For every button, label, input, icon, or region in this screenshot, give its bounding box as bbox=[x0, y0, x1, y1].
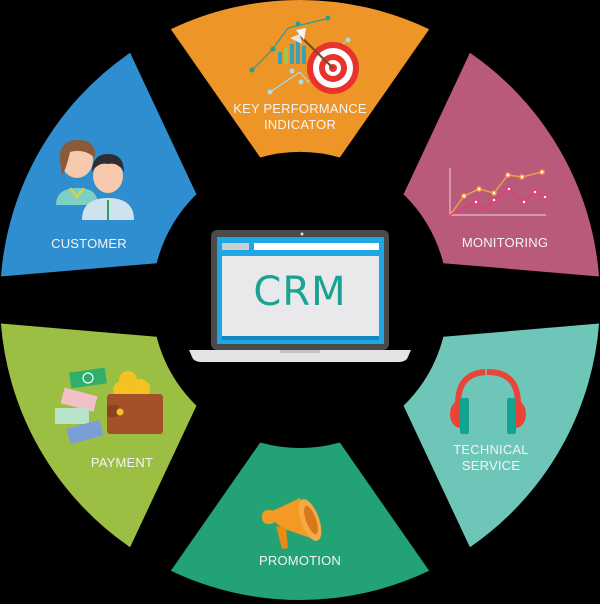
segment-label-payment: PAYMENT bbox=[91, 455, 153, 471]
headphones-icon bbox=[450, 368, 526, 434]
segment-label-kpi: KEY PERFORMANCE INDICATOR bbox=[233, 101, 367, 133]
segment-kpi bbox=[170, 0, 430, 158]
technical-label-line2: SERVICE bbox=[461, 458, 521, 473]
target-chart-icon bbox=[249, 15, 359, 95]
segment-technical-service bbox=[403, 323, 600, 548]
kpi-label-line2: INDICATOR bbox=[263, 117, 337, 132]
segment-monitoring bbox=[403, 52, 600, 277]
segment-label-promotion: PROMOTION bbox=[259, 553, 341, 569]
megaphone-icon bbox=[262, 498, 322, 549]
line-chart-icon bbox=[449, 168, 548, 216]
segment-label-customer: CUSTOMER bbox=[51, 236, 127, 252]
segment-label-monitoring: MONITORING bbox=[462, 235, 548, 251]
people-icon bbox=[56, 140, 134, 220]
crm-title: CRM bbox=[253, 269, 347, 315]
laptop-icon bbox=[189, 230, 411, 362]
wallet-money-icon bbox=[55, 367, 163, 445]
customer-label: CUSTOMER bbox=[51, 236, 127, 251]
segment-label-technical-service: TECHNICAL SERVICE bbox=[453, 442, 528, 474]
kpi-label-line1: KEY PERFORMANCE bbox=[233, 101, 367, 116]
promotion-label: PROMOTION bbox=[259, 553, 341, 568]
technical-label-line1: TECHNICAL bbox=[453, 442, 529, 457]
payment-label: PAYMENT bbox=[90, 455, 154, 470]
monitoring-label: MONITORING bbox=[461, 235, 549, 250]
